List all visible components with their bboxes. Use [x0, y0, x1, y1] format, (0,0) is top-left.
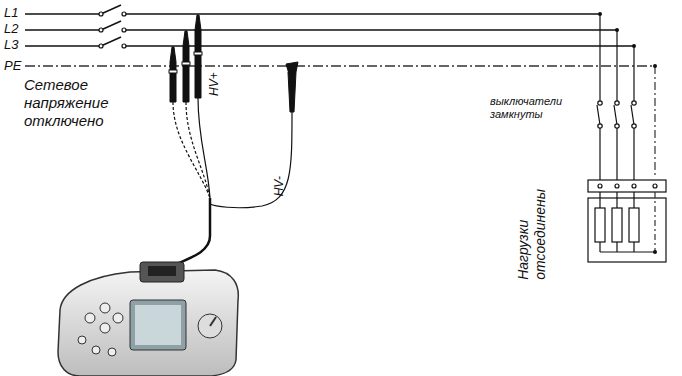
screen-glass: [135, 305, 181, 345]
load-wire: [616, 242, 617, 252]
test-probe: [195, 15, 201, 98]
phase-wire: [125, 13, 600, 14]
load-housing: [588, 198, 666, 262]
tester-button: [78, 336, 86, 344]
open-switch-blade: [101, 5, 121, 14]
phase-wire: [25, 45, 100, 46]
terminal: [632, 184, 636, 188]
lead-name: HV+: [207, 72, 221, 96]
junction-dot: [615, 28, 619, 32]
phase-name: L1: [4, 5, 18, 21]
load-wire: [633, 242, 634, 252]
open-switch-blade: [101, 37, 121, 46]
probes: [169, 15, 298, 112]
connector-socket: [148, 266, 176, 276]
tester-body: [58, 270, 238, 376]
switch-contact: [122, 28, 126, 32]
conductor-name: PE: [4, 58, 21, 74]
note-text: выключатели замкнуты: [490, 95, 580, 121]
probe-guard: [194, 52, 202, 55]
star-point-wire: [600, 251, 655, 252]
crocodile-clip-body: [288, 72, 296, 112]
phase-wire: [25, 29, 100, 30]
switch-contact: [598, 124, 602, 128]
pe-drop: [654, 66, 655, 178]
lead-wire: [186, 102, 210, 198]
drop-wire: [616, 128, 617, 180]
junction-dot: [632, 44, 636, 48]
lead-wire: [173, 102, 210, 198]
switch-contact: [598, 101, 602, 105]
switch-contact: [632, 101, 636, 105]
test-probe: [183, 31, 189, 102]
rotary-knob: [198, 314, 222, 338]
pe-wire: [25, 65, 655, 66]
switch-contact: [122, 12, 126, 16]
switch-contact: [99, 12, 103, 16]
closed-switch-blade: [614, 105, 617, 125]
terminal-block: [588, 180, 666, 192]
pe-drop: [654, 192, 655, 252]
resistor-symbol: [612, 208, 622, 242]
tester-screen: [130, 300, 186, 350]
switch-contacts: [99, 12, 126, 48]
note-text: Нагрузки отсоединены: [515, 184, 549, 280]
drop-wire: [633, 128, 634, 180]
lead-wire: [198, 98, 210, 198]
note-text: Сетевое напряжение отключено: [24, 76, 139, 130]
junction-dots: [598, 12, 657, 254]
resistor-symbol: [595, 208, 605, 242]
load-wire: [599, 192, 600, 208]
phase-name: L2: [4, 21, 18, 37]
tester-button: [92, 346, 100, 354]
test-cable: [172, 198, 210, 266]
load-circuit: [588, 14, 666, 262]
insulation-tester: [58, 262, 238, 376]
tester-button: [108, 348, 116, 356]
drop-wire: [599, 14, 600, 101]
terminal: [653, 184, 657, 188]
tester-button: [85, 313, 95, 323]
phase-lines: [25, 5, 634, 46]
junction-dot: [598, 12, 602, 16]
drop-wire: [633, 46, 634, 101]
phase-wire: [25, 13, 100, 14]
switch-contact: [99, 28, 103, 32]
switch-contact: [632, 124, 636, 128]
load-wire: [616, 192, 617, 208]
phase-name: L3: [4, 37, 18, 53]
drop-wire: [599, 128, 600, 180]
switch-contact: [122, 44, 126, 48]
tester-button: [100, 303, 110, 313]
switch-contact: [615, 101, 619, 105]
junction-dot: [653, 64, 657, 68]
load-wire: [633, 192, 634, 208]
knob-pointer: [210, 317, 216, 326]
resistor-symbol: [629, 208, 639, 242]
tester-button: [100, 323, 110, 333]
switch-contacts: [598, 101, 657, 188]
cable-connector: [140, 262, 184, 282]
load-wire: [599, 242, 600, 252]
lead-wire: [210, 112, 292, 208]
closed-switch-blade: [631, 105, 634, 125]
test-probe: [170, 47, 176, 102]
terminal: [598, 184, 602, 188]
tester-button: [113, 313, 123, 323]
lead-name: HV-: [272, 176, 286, 196]
closed-switch-blade: [597, 105, 600, 125]
switch-contact: [99, 44, 103, 48]
junction-dot: [653, 250, 657, 254]
probe-guard: [182, 62, 190, 65]
drop-wire: [616, 30, 617, 101]
open-switch-blade: [101, 21, 121, 30]
terminal: [615, 184, 619, 188]
switch-contact: [615, 124, 619, 128]
test-leads: [172, 98, 292, 266]
probe-guard: [169, 70, 177, 73]
